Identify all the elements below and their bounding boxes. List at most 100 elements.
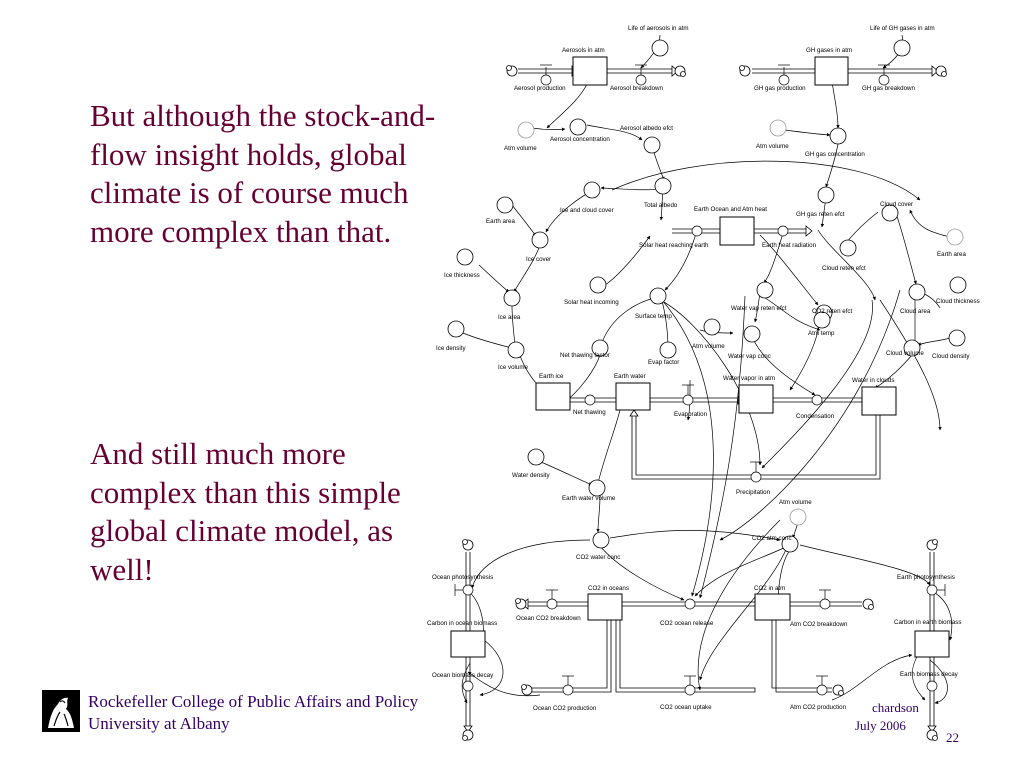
stock-carbon-in-ocean-biomass bbox=[450, 630, 486, 658]
label-evaporation: Evaporation bbox=[674, 411, 708, 418]
label-ocean-photosynthesis: Ocean photosynthesis bbox=[432, 574, 493, 581]
label-gh-gas-concentration: GH gas concentration bbox=[805, 151, 865, 158]
label-net-thawing: Net thawing bbox=[573, 409, 606, 416]
conv-atm-volume-4 bbox=[789, 508, 807, 526]
valve-earth-biomass-decay bbox=[926, 680, 938, 692]
conv-cloud-density bbox=[948, 329, 966, 347]
label-atm-volume-1: Atm volume bbox=[504, 145, 537, 152]
label-earth-heat-radiation: Earth heat radiation bbox=[762, 242, 817, 249]
label-earth-water-volume: Earth water volume bbox=[562, 495, 616, 502]
cloud-sink-gh bbox=[935, 65, 947, 77]
label-cloud-density: Cloud density bbox=[932, 353, 970, 360]
label-co2-ocean-release: CO2 ocean release bbox=[660, 620, 714, 627]
conv-earth-area-2 bbox=[946, 228, 964, 246]
conv-ice-volume bbox=[507, 341, 525, 359]
label-earth-ocean-atm-heat: Earth Ocean and Atm heat bbox=[694, 206, 767, 213]
label-ocean-biomass-decay: Ocean biomass decay bbox=[432, 672, 494, 679]
label-atm-co2-production: Atm CO2 production bbox=[790, 704, 847, 711]
label-earth-photosynthesis: Earth photosynthesis bbox=[897, 574, 955, 581]
valve-ocean-co2-production bbox=[562, 675, 574, 696]
conv-solar-heat-incoming bbox=[589, 276, 607, 294]
label-ice-cover: Ice cover bbox=[526, 256, 551, 263]
conv-gh-gas-reten-efct bbox=[817, 186, 835, 204]
valve-ocean-photosynthesis bbox=[454, 584, 474, 596]
conv-water-vap-conc bbox=[743, 325, 761, 343]
valve-aerosol-breakdown bbox=[635, 64, 647, 86]
label-solar-heat-incoming: Solar heat incoming bbox=[564, 299, 619, 306]
conv-atm-temp bbox=[813, 311, 831, 329]
label-aerosol-concentration: Aerosol concentration bbox=[550, 136, 610, 143]
label-cloud-cover: Cloud cover bbox=[880, 201, 913, 208]
cloud-sink-ocean-decay bbox=[462, 729, 474, 741]
body-paragraph-2: And still much more complex than this si… bbox=[90, 436, 401, 587]
conv-gh-gas-concentration bbox=[829, 127, 847, 145]
stock-water-vapor-in-atm bbox=[738, 384, 774, 414]
conv-life-of-aerosols bbox=[651, 39, 669, 57]
label-life-of-gh-gases: Life of GH gases in atm bbox=[870, 25, 935, 32]
valve-precipitation bbox=[750, 461, 762, 483]
cloud-source-ocean-photo bbox=[462, 539, 474, 551]
label-ice-thickness: Ice thickness bbox=[444, 272, 480, 279]
cloud-sink-aerosol bbox=[674, 65, 686, 77]
valve-ocean-biomass-decay bbox=[462, 680, 474, 692]
label-precipitation: Precipitation bbox=[736, 489, 771, 496]
label-atm-volume-3: Atm volume bbox=[692, 343, 725, 350]
cloud-source-atm-co2 bbox=[862, 598, 874, 610]
label-earth-area-1: Earth area bbox=[486, 218, 515, 225]
label-ice-area: Ice area bbox=[498, 314, 521, 321]
valve-co2-ocean-uptake bbox=[684, 675, 696, 696]
label-water-in-clouds: Water in clouds bbox=[852, 377, 894, 384]
conv-cloud-thickness bbox=[949, 276, 967, 294]
conv-ice-and-cloud-cover bbox=[583, 181, 601, 199]
label-water-density: Water density bbox=[512, 472, 551, 479]
stock-aerosols-in-atm bbox=[572, 56, 608, 86]
page-number: 22 bbox=[946, 730, 959, 745]
valve-evaporation bbox=[682, 384, 694, 406]
label-total-albedo: Total albedo bbox=[644, 202, 678, 209]
label-ocean-co2-production: Ocean CO2 production bbox=[533, 705, 597, 712]
label-earth-biomass-decay: Earth biomass decay bbox=[900, 671, 959, 678]
label-ice-density: Ice density bbox=[436, 345, 466, 352]
cloud-sink-earth-decay bbox=[926, 729, 938, 741]
rockefeller-college-logo bbox=[42, 690, 80, 732]
label-life-of-aerosols: Life of aerosols in atm bbox=[628, 25, 689, 32]
label-aerosol-albedo-efct: Aerosol albedo efct bbox=[620, 125, 673, 132]
valve-net-thawing bbox=[584, 394, 596, 406]
conv-aerosol-concentration bbox=[569, 118, 587, 136]
label-water-vap-reten-efct: Water vap reten efct bbox=[731, 305, 787, 312]
conv-co2-water-conc bbox=[592, 531, 610, 549]
label-water-vapor-in-atm: Water vapor in atm bbox=[723, 375, 775, 382]
label-co2-ocean-uptake: CO2 ocean uptake bbox=[660, 704, 712, 711]
valve-ocean-co2-breakdown bbox=[546, 589, 558, 610]
conv-life-of-gh-gases bbox=[893, 39, 911, 57]
cloud-source-gh bbox=[739, 65, 751, 77]
label-earth-ice: Earth ice bbox=[539, 373, 564, 380]
label-solar-heat-reaching-earth: Solar heat reaching earth bbox=[639, 242, 709, 249]
valve-solar-heat bbox=[691, 225, 703, 237]
conv-cloud-area bbox=[908, 283, 926, 301]
cloud-sink-ocean-co2 bbox=[515, 598, 527, 610]
label-atm-volume-4: Atm volume bbox=[779, 499, 812, 506]
stock-earth-ocean-atm-heat bbox=[719, 216, 755, 246]
label-co2-water-conc: CO2 water conc bbox=[576, 554, 620, 561]
valve-aerosol-production bbox=[540, 64, 552, 86]
cloud-source-ocean-co2-prod bbox=[521, 684, 533, 696]
label-net-thawing-factor: Net thawing factor bbox=[560, 352, 610, 359]
cloud-source-atm-co2-prod bbox=[832, 684, 844, 696]
conv-cloud-volume bbox=[903, 339, 921, 357]
label-carbon-in-earth-biomass: Carbon in earth biomass bbox=[894, 619, 961, 626]
label-water-vap-conc: Water vap conc bbox=[728, 353, 771, 360]
conv-cloud-reten-efct bbox=[839, 239, 857, 257]
label-atm-temp: Atm temp bbox=[808, 330, 835, 337]
valve-atm-co2-production bbox=[816, 675, 828, 696]
label-aerosol-breakdown: Aerosol breakdown bbox=[610, 85, 664, 92]
stock-carbon-in-earth-biomass bbox=[914, 630, 950, 658]
conv-ice-cover bbox=[531, 231, 549, 249]
label-ice-volume: Ice volume bbox=[498, 364, 528, 371]
label-aerosols-in-atm: Aerosols in atm bbox=[562, 47, 605, 54]
label-aerosol-production: Aerosol production bbox=[514, 85, 566, 92]
label-atm-co2-breakdown: Atm CO2 breakdown bbox=[790, 621, 848, 628]
footer-college-name: Rockefeller College of Public Affairs an… bbox=[88, 692, 419, 711]
label-gh-gas-production: GH gas production bbox=[754, 85, 806, 92]
